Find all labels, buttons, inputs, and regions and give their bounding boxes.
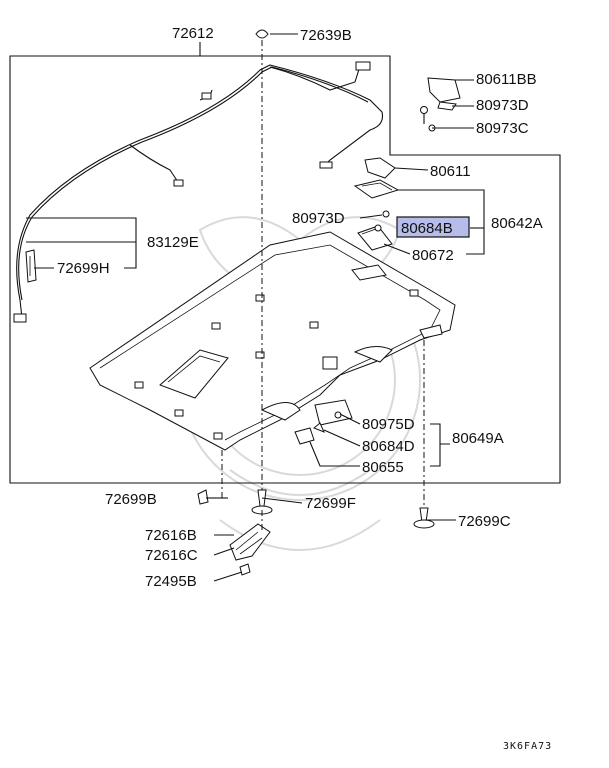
part-label-72639B[interactable]: 72639B xyxy=(300,27,352,44)
highlighted-part-box[interactable] xyxy=(396,216,470,238)
part-label-72616C[interactable]: 72616C xyxy=(145,547,198,564)
part-label-80611[interactable]: 80611 xyxy=(430,163,471,180)
part-labels: 72612 72639B 80611BB 80973D 80973C 80611… xyxy=(57,25,543,590)
part-label-72699F[interactable]: 72699F xyxy=(305,495,356,512)
leader-lines xyxy=(26,33,485,582)
part-label-83129E[interactable]: 83129E xyxy=(147,234,199,251)
part-label-80973D[interactable]: 80973D xyxy=(476,97,529,114)
part-label-72699C[interactable]: 72699C xyxy=(458,513,511,530)
part-label-80975D[interactable]: 80975D xyxy=(362,416,415,433)
part-label-72699H[interactable]: 72699H xyxy=(57,260,110,277)
clip-72699H xyxy=(25,249,37,283)
centre-lines xyxy=(221,40,425,530)
part-label-80611BB[interactable]: 80611BB xyxy=(476,71,537,88)
part-label-72699B[interactable]: 72699B xyxy=(105,491,157,508)
part-label-80973C[interactable]: 80973C xyxy=(476,120,529,137)
part-label-72495B[interactable]: 72495B xyxy=(145,573,197,590)
assembly-frame xyxy=(9,55,561,484)
part-label-72612[interactable]: 72612 xyxy=(172,25,214,42)
lamp-assembly-parts xyxy=(294,77,461,445)
wiring-harness xyxy=(13,61,384,323)
diagram-code: 3K6FA73 xyxy=(503,741,552,752)
part-label-80973D-2[interactable]: 80973D xyxy=(292,210,345,227)
part-label-80642A[interactable]: 80642A xyxy=(491,215,543,232)
headlining-panel xyxy=(89,231,456,451)
part-label-80672[interactable]: 80672 xyxy=(412,247,454,264)
part-label-80684B[interactable]: 80684B xyxy=(401,220,453,237)
part-label-80649A[interactable]: 80649A xyxy=(452,430,504,447)
part-label-80684D[interactable]: 80684D xyxy=(362,438,415,455)
part-label-72616B[interactable]: 72616B xyxy=(145,527,197,544)
part-label-80655[interactable]: 80655 xyxy=(362,459,404,476)
